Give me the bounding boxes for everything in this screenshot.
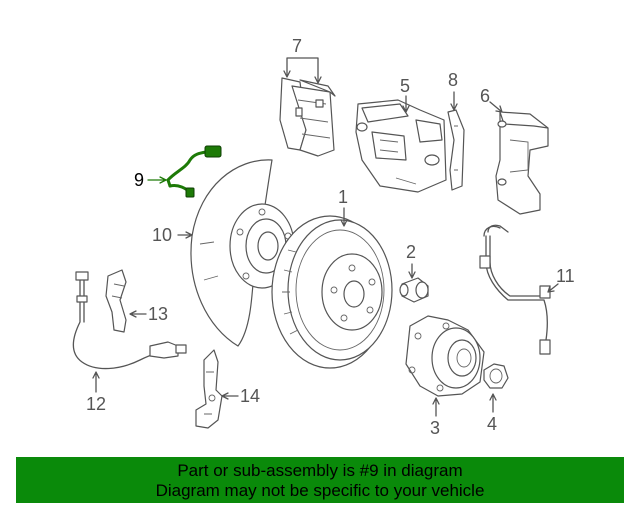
disclaimer-note: Diagram may not be specific to your vehi… <box>155 481 485 500</box>
callout-2: 2 <box>406 242 416 279</box>
hub-bearing-drawing <box>405 315 485 397</box>
brake-pads-drawing <box>279 77 336 157</box>
callout-12: 12 <box>86 371 106 414</box>
axle-nut-drawing <box>483 363 509 389</box>
diagram-note-banner: Part or sub-assembly is #9 in diagram Di… <box>16 457 624 503</box>
callout-label-10: 10 <box>152 225 172 245</box>
callout-label-3: 3 <box>430 418 440 438</box>
callout-9: 9 <box>134 170 167 190</box>
splash-shield-drawing <box>190 159 295 347</box>
highlight-note: Part or sub-assembly is #9 in diagram <box>177 461 463 480</box>
callout-8: 8 <box>448 70 458 111</box>
callout-label-14: 14 <box>240 386 260 406</box>
callout-1: 1 <box>338 187 348 227</box>
callout-11: 11 <box>547 266 575 293</box>
caliper-drawing <box>355 99 447 193</box>
hose-bracket-drawing <box>195 349 223 429</box>
callout-label-13: 13 <box>148 304 168 324</box>
callout-label-11: 11 <box>556 266 575 286</box>
callout-label-5: 5 <box>400 76 410 96</box>
callout-label-8: 8 <box>448 70 458 90</box>
callout-label-12: 12 <box>86 394 106 414</box>
callout-5: 5 <box>400 76 410 113</box>
parts-diagram: 7 5 8 6 <box>72 36 575 438</box>
bushing-drawing <box>399 277 429 303</box>
callout-14: 14 <box>221 386 260 406</box>
caliper-bracket-drawing <box>495 111 549 215</box>
callout-label-9: 9 <box>134 170 144 190</box>
callout-13: 13 <box>129 304 168 324</box>
brake-hose-drawing <box>479 224 551 355</box>
callout-7: 7 <box>283 36 322 84</box>
sensor-bracket-drawing <box>105 269 127 333</box>
callout-4: 4 <box>487 393 497 434</box>
rotor-drawing <box>271 215 393 369</box>
callout-3: 3 <box>430 397 440 438</box>
callout-label-4: 4 <box>487 414 497 434</box>
callout-label-2: 2 <box>406 242 416 262</box>
abs-sensor-drawing <box>72 271 187 370</box>
wear-sensor-drawing <box>166 145 222 198</box>
pad-spring-drawing <box>447 109 465 191</box>
callout-label-7: 7 <box>292 36 302 56</box>
callout-10: 10 <box>152 225 193 245</box>
callout-label-6: 6 <box>480 86 490 106</box>
callout-6: 6 <box>480 86 503 113</box>
callout-label-1: 1 <box>338 187 348 207</box>
